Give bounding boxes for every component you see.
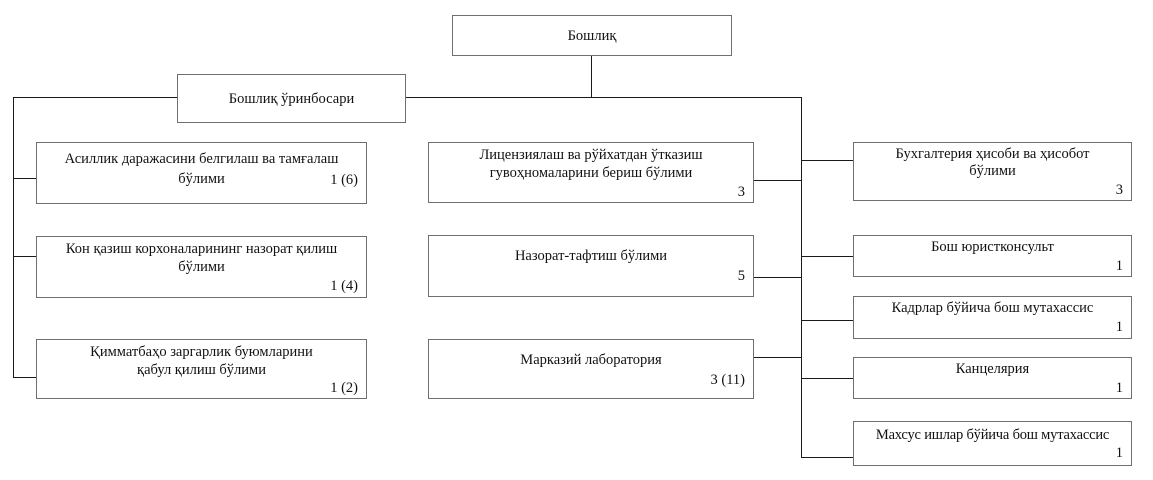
node-count: 1 bbox=[1115, 258, 1123, 274]
node-title-line1: Кадрлар бўйича бош мутахассис bbox=[891, 300, 1094, 316]
connector-right-4 bbox=[801, 378, 853, 380]
connector-mid-3 bbox=[753, 357, 802, 359]
node-title-line2: бўлими bbox=[178, 259, 225, 275]
node-title: Бошлиқ bbox=[567, 28, 617, 44]
node-title-line1: Бухгалтерия ҳисоби ва ҳисобот bbox=[895, 146, 1090, 162]
node-count: 5 bbox=[737, 268, 745, 284]
org-node-right-4: Канцелярия 1 bbox=[853, 357, 1132, 399]
node-title-line2: бўлими bbox=[178, 171, 225, 187]
node-count: 1 (4) bbox=[330, 278, 358, 294]
org-node-right-1: Бухгалтерия ҳисоби ва ҳисобот бўлими 3 bbox=[853, 142, 1132, 201]
org-node-right-2: Бош юристконсульт 1 bbox=[853, 235, 1132, 277]
org-node-mid-1: Лицензиялаш ва рўйхатдан ўтказиш гувоҳно… bbox=[428, 142, 754, 203]
connector-right-2 bbox=[801, 256, 853, 258]
node-count: 1 bbox=[1115, 319, 1123, 335]
node-title-line1: Қимматбаҳо заргарлик буюмларини bbox=[90, 344, 313, 360]
node-count: 1 (2) bbox=[330, 380, 358, 396]
connector-right-1 bbox=[801, 160, 853, 162]
connector-mid-2 bbox=[753, 277, 802, 279]
org-node-mid-2: Назорат-тафтиш бўлими 5 bbox=[428, 235, 754, 297]
org-node-left-1: Асиллик даражасини белгилаш ва тамғалаш … bbox=[36, 142, 367, 204]
org-node-deputy: Бошлиқ ўринбосари bbox=[177, 74, 406, 123]
node-title-line1: Махсус ишлар бўйича бош мутахассис bbox=[875, 427, 1110, 443]
node-title-line1: Марказий лаборатория bbox=[520, 352, 662, 368]
org-node-head: Бошлиқ bbox=[452, 15, 732, 56]
node-count: 3 bbox=[1115, 182, 1123, 198]
org-node-left-2: Кон қазиш корхоналарининг назорат қилиш … bbox=[36, 236, 367, 298]
node-count: 1 bbox=[1115, 445, 1123, 461]
connector-left-1 bbox=[13, 178, 36, 180]
node-title-line1: Кон қазиш корхоналарининг назорат қилиш bbox=[65, 241, 338, 257]
org-node-left-3: Қимматбаҳо заргарлик буюмларини қабул қи… bbox=[36, 339, 367, 399]
connector-left-2 bbox=[13, 256, 36, 258]
node-title-line1: Назорат-тафтиш бўлими bbox=[514, 248, 668, 264]
node-title-line1: Асиллик даражасини белгилаш ва тамғалаш bbox=[64, 151, 339, 167]
node-count: 1 (6) bbox=[330, 172, 358, 188]
node-title-line1: Канцелярия bbox=[955, 361, 1030, 377]
connector-right-5 bbox=[801, 457, 853, 459]
node-title-line1: Лицензиялаш ва рўйхатдан ўтказиш bbox=[479, 147, 703, 163]
node-title-line2: бўлими bbox=[969, 163, 1016, 179]
node-title: Бошлиқ ўринбосари bbox=[228, 91, 355, 107]
node-count: 1 bbox=[1115, 380, 1123, 396]
node-title-line2: қабул қилиш бўлими bbox=[137, 362, 266, 378]
connector-left-3 bbox=[13, 377, 36, 379]
org-node-right-5: Махсус ишлар бўйича бош мутахассис 1 bbox=[853, 421, 1132, 466]
node-count: 3 bbox=[737, 184, 745, 200]
connector-mid-1 bbox=[753, 180, 802, 182]
org-node-mid-3: Марказий лаборатория 3 (11) bbox=[428, 339, 754, 399]
org-node-right-3: Кадрлар бўйича бош мутахассис 1 bbox=[853, 296, 1132, 339]
node-count: 3 (11) bbox=[710, 372, 746, 388]
connector-right-3 bbox=[801, 320, 853, 322]
node-title-line2: гувоҳномаларини бериш бўлими bbox=[489, 165, 693, 181]
node-title-line1: Бош юристконсульт bbox=[931, 239, 1054, 255]
connector-left-trunk bbox=[13, 97, 15, 378]
connector-head-stem bbox=[591, 55, 593, 97]
connector-main-bus bbox=[13, 97, 802, 99]
